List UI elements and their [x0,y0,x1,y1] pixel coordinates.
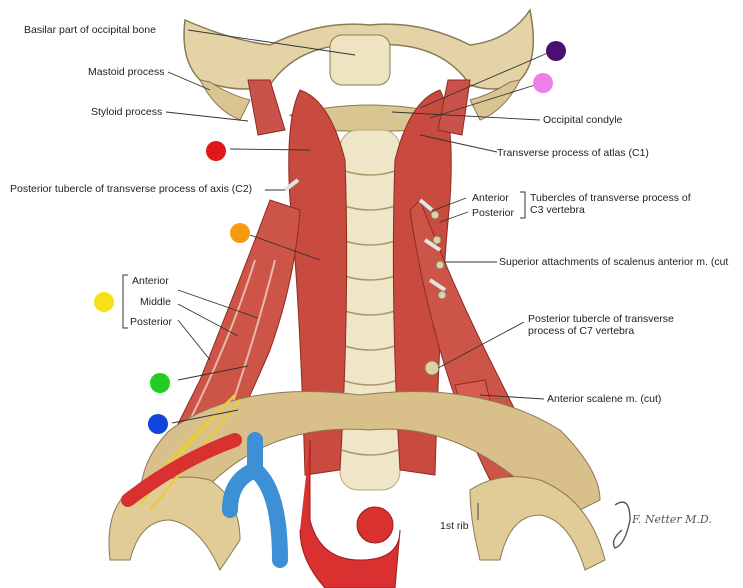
label-c3-tubercles: Tubercles of transverse process of C3 ve… [530,192,691,216]
jugular-vein [222,432,288,568]
label-scalene-posterior: Posterior [130,316,173,328]
mastoid-process-right [469,79,521,121]
aortic-arch [299,440,401,588]
label-scalenus-attachments: Superior attachments of scalenus anterio… [499,256,729,268]
longus-capitis-right [392,89,452,476]
label-anterior-scalene-cut: Anterior scalene m. (cut) [547,393,662,405]
subclavian-artery [121,433,242,507]
label-first-rib: 1st rib [440,520,469,532]
green-marker[interactable] [150,373,170,393]
purple-marker[interactable] [546,41,566,61]
basilar-occipital [329,34,391,86]
red-marker[interactable] [206,141,226,161]
first-rib-left [108,476,241,572]
artist-signature: F. Netter M.D. [632,513,712,526]
label-scalene-middle: Middle [140,296,171,308]
blue-marker[interactable] [148,414,168,434]
orange-marker[interactable] [230,223,250,243]
label-scalene-anterior: Anterior [132,275,169,287]
label-c3-posterior: Posterior [472,207,515,219]
label-basilar-occipital: Basilar part of occipital bone [24,24,156,36]
longus-capitis-left [288,89,348,476]
label-styloid-process: Styloid process [91,106,163,118]
pink-marker[interactable] [533,73,553,93]
label-c7-tubercle: Posterior tubercle of transverse process… [528,313,674,337]
cervical-spine [339,129,401,491]
label-occipital-condyle: Occipital condyle [543,114,623,126]
first-rib-right [469,476,606,571]
label-posterior-tubercle-axis: Posterior tubercle of transverse process… [10,183,253,195]
mastoid-process [199,79,251,121]
rectus-capitis-left [247,79,286,136]
label-c3-anterior: Anterior [472,192,509,204]
label-transverse-atlas: Transverse process of atlas (C1) [497,147,649,159]
label-mastoid-process: Mastoid process [88,66,165,78]
signature-mark [612,501,631,549]
yellow-marker[interactable] [94,292,114,312]
rectus-capitis-right [437,79,471,136]
